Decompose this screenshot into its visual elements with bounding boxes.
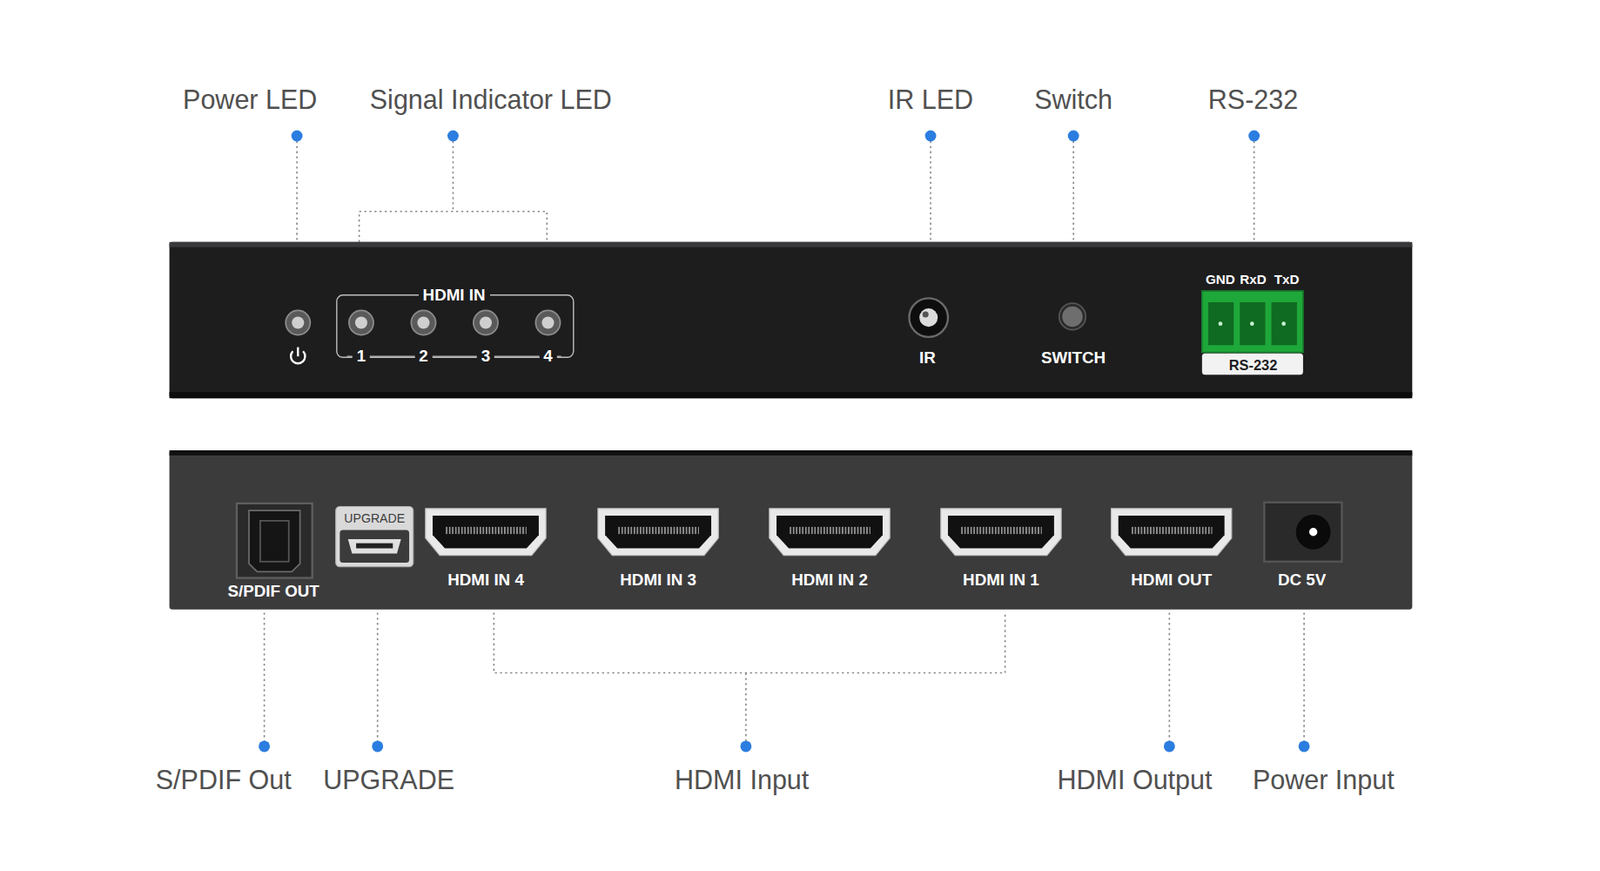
callout-dot: [1298, 739, 1311, 752]
hdmi-port: [1111, 508, 1232, 556]
callout-dot: [739, 739, 752, 752]
panel-marking: SWITCH: [1041, 349, 1106, 368]
hdmi-port: [425, 508, 546, 556]
port-marking: HDMI IN 3: [619, 570, 697, 589]
callout-label: Switch: [1034, 85, 1113, 115]
port-marking: HDMI OUT: [1130, 570, 1212, 589]
port-marking: HDMI IN 1: [962, 570, 1040, 589]
callout-dot: [925, 130, 937, 142]
rear-panel: [169, 450, 1413, 610]
callout-label: Signal Indicator LED: [369, 85, 612, 115]
leader-bracket: [493, 611, 1005, 673]
led-number: 2: [414, 347, 432, 366]
front-housing: [169, 242, 1413, 398]
front-panel: [169, 242, 1413, 398]
leader-line: [1169, 611, 1171, 741]
port-marking: HDMI IN 2: [791, 570, 868, 589]
pin-name: GND: [1205, 272, 1236, 288]
led-number: 1: [352, 347, 370, 366]
panel-marking: RS-232: [1229, 356, 1278, 372]
callout-dot: [1248, 130, 1260, 142]
hdmi-port: [769, 508, 890, 556]
leader-lines: [264, 141, 1305, 741]
rear-housing: [169, 450, 1413, 610]
led-number: 4: [538, 347, 557, 366]
rs232-terminal: [1202, 290, 1304, 375]
callout-label: RS-232: [1208, 85, 1298, 115]
dc-jack: [1263, 502, 1342, 562]
upgrade-port: [336, 505, 414, 566]
hdmi-port: [598, 508, 719, 556]
leader-line: [263, 611, 266, 741]
callout-label: Power Input: [1252, 765, 1395, 795]
front-bottom-edge: [169, 391, 1413, 398]
callout-dot: [447, 130, 459, 142]
callout-label: S/PDIF Out: [155, 765, 292, 795]
callout-dot: [258, 739, 270, 752]
callout-dot: [371, 739, 384, 752]
front-top-edge: [169, 242, 1413, 248]
panel-marking: HDMI IN: [418, 285, 491, 304]
rear-top-edge: [169, 450, 1413, 456]
leader-line: [452, 141, 455, 212]
led-number-rule: [347, 355, 562, 357]
leader-line: [376, 611, 379, 741]
led-group-frame: [336, 295, 574, 358]
callout-dot: [291, 130, 303, 142]
callout-label: HDMI Input: [674, 765, 809, 795]
port-marking: HDMI IN 4: [447, 570, 525, 589]
leader-line: [1303, 611, 1305, 741]
hdmi-port: [941, 508, 1062, 556]
rs232-tag: [1202, 353, 1304, 376]
callout-dots: [258, 130, 1310, 753]
leader-line: [745, 672, 747, 742]
led-number: 3: [477, 347, 495, 366]
panel-marking: IR: [919, 349, 936, 368]
pin-name: TxD: [1274, 272, 1300, 288]
callout-label: Power LED: [182, 85, 317, 115]
callout-label: UPGRADE: [322, 765, 455, 795]
switch-button: [1059, 302, 1086, 330]
callout-label: IR LED: [887, 85, 974, 115]
power-symbol: [290, 347, 305, 364]
callout-label: HDMI Output: [1057, 765, 1213, 795]
signal-leds: [349, 309, 561, 335]
port-marking: UPGRADE: [343, 511, 405, 526]
port-marking: DC 5V: [1277, 570, 1326, 589]
ir-receiver: [908, 297, 948, 337]
spdif-port: [236, 503, 313, 579]
port-marking: S/PDIF OUT: [227, 581, 319, 600]
power-led: [285, 309, 310, 335]
callout-dot: [1163, 739, 1176, 752]
pin-name: RxD: [1239, 272, 1266, 288]
callout-dot: [1068, 130, 1080, 142]
